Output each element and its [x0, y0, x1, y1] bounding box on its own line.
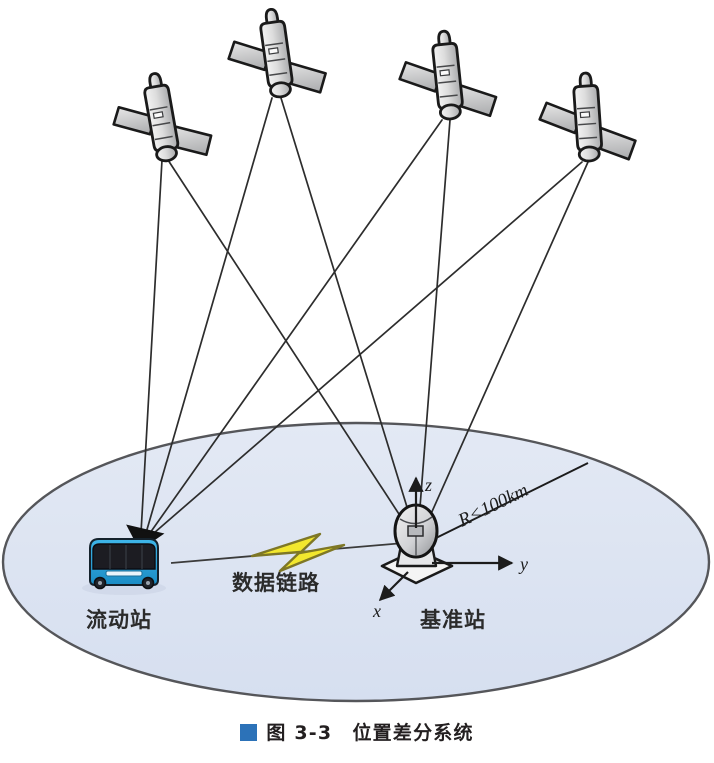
satellite-1	[104, 64, 216, 172]
signal-line-sat3-base	[417, 119, 451, 534]
signal-line-sat1-rover	[140, 159, 163, 534]
satellite-signal-lines	[140, 97, 589, 535]
lightning-bolt-icon	[250, 532, 346, 573]
signal-line-sat2-base	[280, 97, 416, 534]
signal-line-sat4-rover	[153, 161, 583, 534]
caption-text: 图 3-3 位置差分系统	[266, 721, 474, 744]
rover-vehicle	[82, 538, 166, 595]
satellite-3	[393, 25, 500, 127]
signal-line-sat3-rover	[149, 119, 443, 534]
figure-caption: 图 3-3 位置差分系统	[0, 706, 714, 756]
rover-windshield	[92, 543, 156, 570]
radius-leader-line	[435, 462, 589, 539]
signal-line-sat1-base	[167, 159, 413, 535]
axis-y-label: y	[518, 554, 528, 574]
base-station-dish	[380, 503, 454, 585]
axis-z-label: z	[424, 475, 432, 495]
axis-x-label: x	[372, 601, 381, 621]
caption-square-marker	[240, 723, 258, 741]
satellite-2	[221, 1, 330, 106]
base-station-label: 基准站	[420, 608, 486, 632]
signal-line-sat4-base	[421, 161, 589, 535]
rover-station-label: 流动站	[86, 608, 152, 632]
coordinate-axes	[378, 476, 514, 602]
satellite-4	[535, 68, 639, 167]
signal-line-sat2-rover	[145, 97, 273, 534]
data-link-label: 数据链路	[232, 571, 320, 595]
axis-x-line	[378, 571, 409, 602]
